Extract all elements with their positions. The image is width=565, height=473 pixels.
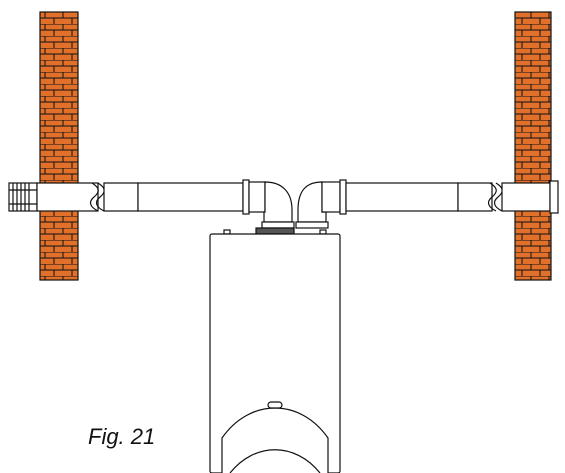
terminal-right <box>549 180 559 214</box>
elbow-left <box>261 181 295 229</box>
terminal-left <box>8 182 38 212</box>
flue-pipe-right <box>321 179 551 215</box>
elbow-right <box>295 181 329 229</box>
boiler <box>209 227 341 473</box>
figure-caption: Fig. 21 <box>88 424 156 449</box>
brick-wall-left <box>39 11 79 281</box>
brick-wall-right <box>514 11 552 281</box>
flue-pipe-left <box>36 179 266 215</box>
